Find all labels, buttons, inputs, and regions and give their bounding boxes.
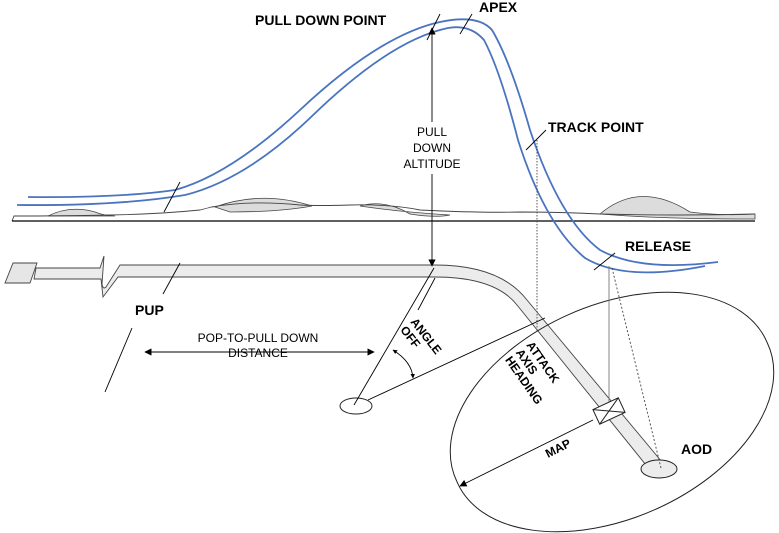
flight-paths [16, 18, 719, 274]
map-arrow [459, 419, 594, 487]
release-label: RELEASE [625, 238, 691, 254]
angle-off-label: ANGLE OFF [397, 315, 444, 357]
apex-label: APEX [479, 0, 518, 15]
track-point-label: TRACK POINT [548, 119, 644, 135]
terrain [11, 196, 756, 222]
pull-down-altitude-label: PULL DOWN ALTITUDE [403, 122, 461, 174]
svg-text:ALTITUDE: ALTITUDE [403, 157, 460, 171]
ground-track [4, 255, 663, 471]
ip-ellipse [339, 397, 373, 415]
aod-target-ellipse [640, 459, 678, 479]
target-area-ellipse [449, 291, 775, 533]
svg-text:PULL: PULL [417, 125, 447, 139]
aod-label: AOD [681, 441, 712, 457]
map-label: MAP [543, 436, 573, 461]
pop-to-pull-down-label: POP-TO-PULL DOWN [198, 331, 319, 345]
svg-text:DOWN: DOWN [413, 141, 451, 155]
pull-down-point-label: PULL DOWN POINT [255, 12, 387, 28]
pup-label: PUP [135, 302, 164, 318]
release-marker [592, 397, 626, 425]
construction-lines [104, 13, 662, 487]
distance-label: DISTANCE [228, 346, 288, 360]
